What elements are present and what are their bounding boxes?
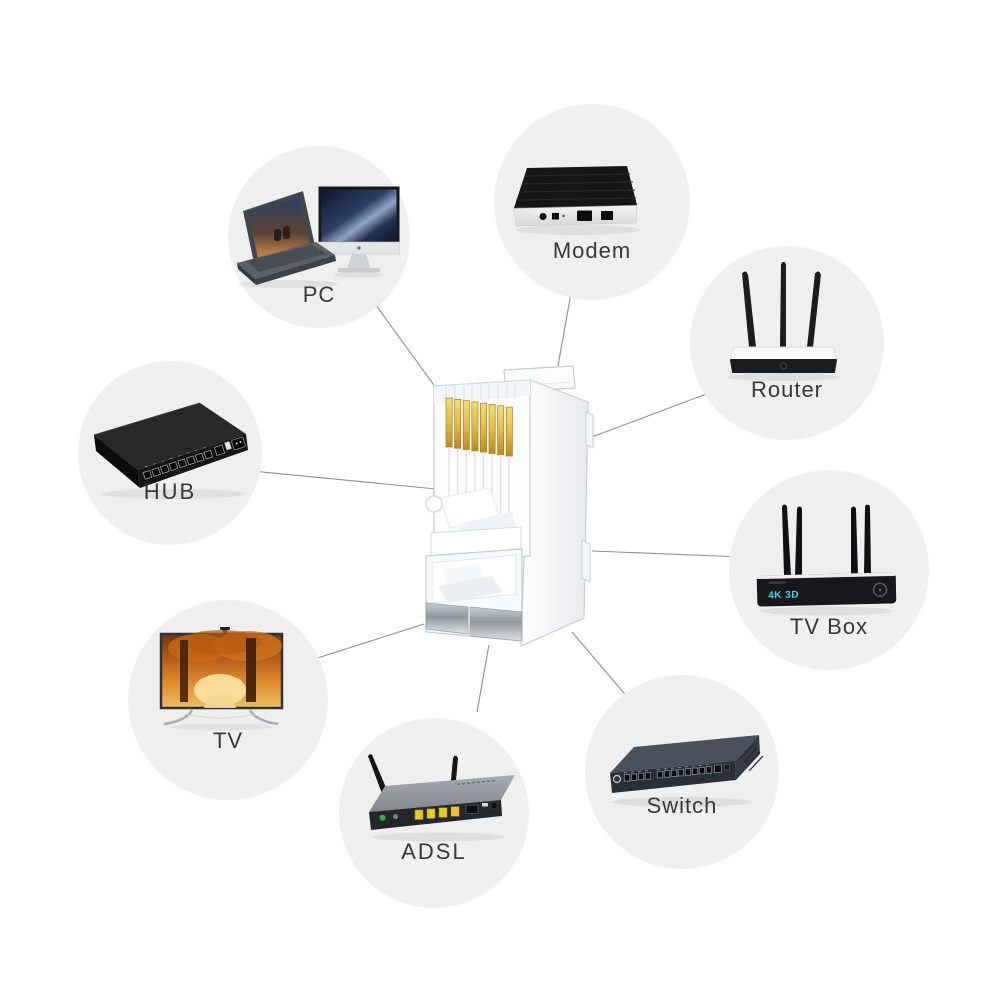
line-to-adsl [476, 644, 490, 713]
line-to-hub [251, 470, 437, 490]
tv-box-icon: 4K 3D [756, 504, 897, 616]
switch-ports [623, 764, 722, 782]
node-pc: PC [228, 146, 410, 328]
adsl-icon [368, 754, 515, 842]
pc-icon [237, 186, 400, 288]
node-modem: Modem [494, 104, 690, 300]
node-pc-label: PC [302, 282, 336, 307]
hub-ports [142, 444, 226, 480]
node-switch: Switch [585, 675, 779, 869]
node-hub: HUB [78, 361, 262, 545]
hub-icon [93, 402, 248, 499]
node-adsl: ADSL [339, 718, 529, 908]
node-tv: TV [128, 600, 328, 800]
node-tv-label: TV [212, 728, 244, 753]
line-to-router [591, 387, 723, 438]
router-icon [727, 262, 839, 381]
adsl-ports [414, 806, 460, 820]
router-antennas [742, 262, 821, 347]
line-to-tv [307, 623, 425, 662]
line-to-tvbox [591, 550, 744, 558]
imac-icon [318, 186, 400, 273]
node-router-label: Router [750, 377, 824, 402]
laptop-icon [237, 191, 336, 285]
tv-box-antennas [782, 504, 871, 575]
node-tv-box-label: TV Box [789, 614, 869, 639]
node-adsl-label: ADSL [401, 839, 467, 864]
node-router: Router [690, 246, 884, 440]
node-hub-label: HUB [143, 479, 197, 504]
switch-icon [609, 735, 764, 807]
modem-icon [513, 166, 640, 235]
node-tv-box: 4K 3D TV Box [729, 470, 929, 670]
tv-icon [159, 627, 284, 731]
tv-box-display-text: 4K 3D [768, 590, 799, 602]
rj45-connector-icon [425, 365, 594, 647]
node-switch-label: Switch [646, 793, 718, 818]
node-modem-label: Modem [552, 238, 632, 263]
